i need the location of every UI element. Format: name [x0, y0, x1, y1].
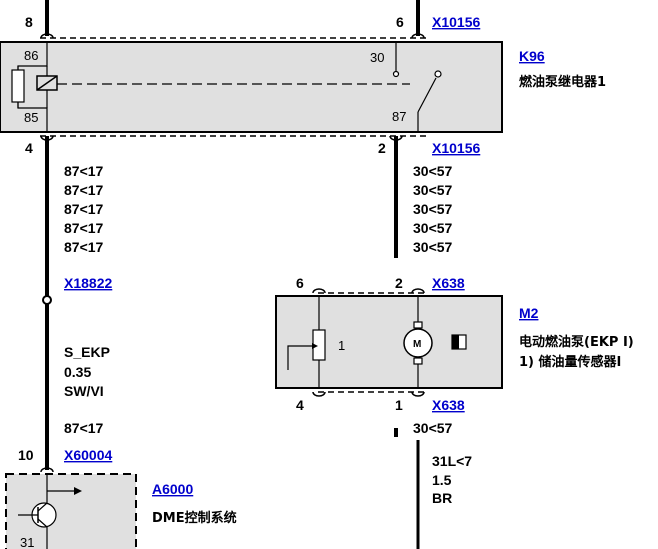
k96-pin6-nub [411, 33, 425, 39]
pin-10: 10 [18, 447, 34, 463]
k96-pin8-nub [40, 33, 54, 39]
switch-terminal-30: 30 [370, 50, 384, 65]
m2-name-line2: 1) 储油量传感器I [519, 354, 621, 370]
m2-pin-1: 1 [395, 397, 403, 413]
k96-pin2-nub [389, 135, 403, 141]
m2-name-line1: 电动燃油泵(EKP I) [519, 334, 634, 350]
right-wire-label: 30<57 [413, 201, 453, 217]
connector-link-x638-bottom[interactable]: X638 [432, 397, 465, 413]
k96-relay-box[interactable] [0, 41, 503, 133]
right-wire-label: 30<57 [413, 220, 453, 236]
fuel-pump-motor-icon [403, 328, 433, 358]
connector-link-x10156-bottom[interactable]: X10156 [432, 140, 480, 156]
left-wire-label: 87<17 [64, 182, 104, 198]
m2-pin-4: 4 [296, 397, 304, 413]
wire-gauge: 0.35 [64, 364, 91, 380]
m2-fuel-pump-box[interactable] [275, 295, 503, 389]
splice-link-x18822[interactable]: X18822 [64, 275, 112, 291]
left-wire-lower-label: 87<17 [64, 420, 104, 436]
switch-arm [417, 77, 437, 113]
coil-terminal-85: 85 [24, 110, 38, 125]
m2-pin-6: 6 [296, 275, 304, 291]
m2-pin-2: 2 [395, 275, 403, 291]
pin-6: 6 [396, 14, 404, 30]
ground-wire-label: 31L<7 [432, 453, 472, 469]
ground-wire-gauge: 1.5 [432, 472, 452, 488]
m2-link[interactable]: M2 [519, 305, 539, 321]
ground-wire-color: BR [432, 490, 452, 506]
connector-link-x60004[interactable]: X60004 [64, 447, 112, 463]
left-wire-label: 87<17 [64, 239, 104, 255]
left-wire-label: 87<17 [64, 220, 104, 236]
a6000-pin-31: 31 [20, 535, 34, 549]
a6000-name: DME控制系统 [152, 510, 237, 526]
switch-contact-30 [392, 70, 400, 78]
sensor-label: 1 [338, 338, 345, 353]
right-wire-label: 30<57 [413, 239, 453, 255]
k96-name: 燃油泵继电器1 [519, 74, 606, 90]
motor-label: M [413, 339, 421, 350]
splice-x18822[interactable] [42, 295, 52, 305]
pin-8: 8 [25, 14, 33, 30]
pin-2: 2 [378, 140, 386, 156]
k96-pin4-nub [40, 135, 54, 141]
a6000-link[interactable]: A6000 [152, 481, 193, 497]
pin-4: 4 [25, 140, 33, 156]
signal-name: S_EKP [64, 344, 110, 360]
coil-terminal-86: 86 [24, 48, 38, 63]
switch-terminal-87: 87 [392, 109, 406, 124]
left-wire-label: 87<17 [64, 163, 104, 179]
connector-link-x638-top[interactable]: X638 [432, 275, 465, 291]
right-wire-label: 30<57 [413, 163, 453, 179]
k96-link[interactable]: K96 [519, 48, 545, 64]
connector-link-x10156-top[interactable]: X10156 [432, 14, 480, 30]
left-wire-label: 87<17 [64, 201, 104, 217]
relay-coil-resistor [11, 69, 25, 103]
wire-color: SW/VI [64, 383, 104, 399]
m2-below-label: 30<57 [413, 420, 453, 436]
a6000-dme-box[interactable] [5, 473, 137, 549]
right-wire-label: 30<57 [413, 182, 453, 198]
